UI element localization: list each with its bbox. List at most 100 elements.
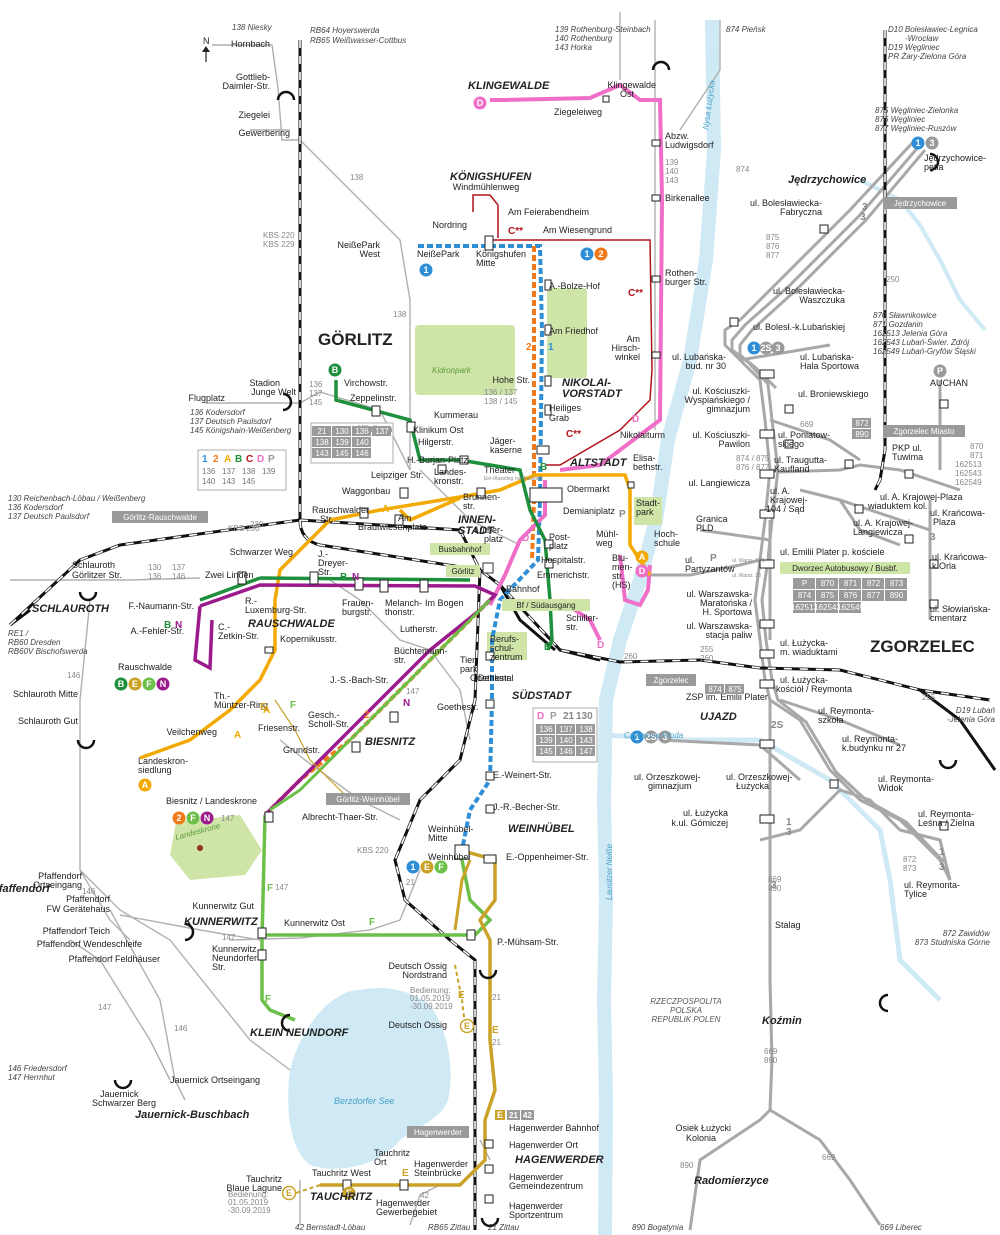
legend-cell bbox=[793, 602, 815, 613]
legend-cell bbox=[352, 448, 371, 458]
district-label: ALTSTADT bbox=[569, 457, 628, 469]
stop-label: A.-Fehler-Str. bbox=[130, 626, 184, 636]
city-zgorzelec: ZGORZELEC bbox=[870, 637, 975, 656]
line-letter: 3 bbox=[860, 212, 866, 223]
stop-label: Plaza bbox=[940, 492, 963, 502]
stop-label: ul. A. bbox=[770, 486, 790, 496]
stop-label: platz bbox=[484, 534, 504, 544]
line-letter: C** bbox=[628, 288, 643, 299]
stop-label: Jędrzychowice- bbox=[924, 153, 986, 163]
destination-label: 21 Zittau bbox=[487, 1223, 520, 1232]
line-badge-label: E bbox=[497, 1110, 503, 1120]
stop-label: Schwarzer Berg bbox=[92, 1098, 156, 1108]
bus-number: 147 bbox=[275, 883, 289, 892]
bus-number: 162513 bbox=[955, 460, 982, 469]
bus-number: 230 bbox=[250, 520, 264, 529]
line-letter: E bbox=[260, 702, 267, 713]
czerwona-woda bbox=[605, 732, 942, 1002]
line-letter: N bbox=[352, 572, 359, 583]
line-letter: P bbox=[710, 553, 717, 564]
stop-label: Hoch- bbox=[654, 529, 678, 539]
legend-cell-label: 140 bbox=[355, 438, 369, 447]
district-label: NIKOLAI- bbox=[562, 377, 611, 389]
stop-label: C.- bbox=[218, 622, 230, 632]
bus-badge-label: 21 bbox=[509, 1111, 518, 1120]
stop-label: Weinhübel bbox=[428, 852, 470, 862]
line-letter: 1 bbox=[548, 342, 554, 353]
line-badge-label: P bbox=[937, 366, 943, 376]
stop-label: Mühl- bbox=[596, 529, 619, 539]
legend-cell bbox=[312, 437, 331, 447]
legend-cell bbox=[862, 578, 884, 589]
river-label: Czerwona Woda bbox=[624, 731, 684, 740]
destination-label: 137 Deutsch Paulsdorf bbox=[190, 417, 272, 426]
legend-cell bbox=[332, 437, 351, 447]
stop-label: Pfaffendorf Teich bbox=[43, 926, 110, 936]
legend-cell bbox=[816, 578, 838, 589]
legend-cell-label: 139 bbox=[539, 736, 553, 745]
line-letter: 3 bbox=[939, 862, 945, 873]
stop-label: str. bbox=[394, 655, 406, 665]
stop-label: Stadt- bbox=[636, 498, 660, 508]
stop-label: Gemeindezentrum bbox=[509, 1181, 583, 1191]
stop-label: Hilgerstr. bbox=[418, 437, 454, 447]
stop-label: Post- bbox=[549, 532, 570, 542]
legend-head: D bbox=[257, 454, 264, 465]
line-badge-label: B bbox=[332, 365, 339, 375]
legend-cell-label: 143 bbox=[222, 477, 236, 486]
stop-label: Pfaffendorf Feldhäuser bbox=[69, 954, 160, 964]
bus-number: -30.09.2019 bbox=[410, 1002, 453, 1011]
stop-label: Theater bbox=[484, 465, 515, 475]
stop-label: Heiliges bbox=[549, 403, 582, 413]
stop-label: Windmühlenweg bbox=[453, 182, 520, 192]
line-badge-label: D bbox=[639, 566, 646, 576]
legend-cell-label: 136 bbox=[539, 725, 553, 734]
line-badge: E bbox=[420, 860, 434, 874]
stop-label: Landes- bbox=[434, 467, 467, 477]
line-letter: E bbox=[402, 1168, 409, 1179]
destination-label: D10 Bolesławiec-Legnica bbox=[888, 25, 978, 34]
stop-label: Jauernick Ortseingang bbox=[170, 1075, 260, 1085]
line-letter: C** bbox=[508, 226, 523, 237]
bus-number: 138 / 145 bbox=[484, 397, 518, 406]
stop-label: Pawilon bbox=[718, 439, 750, 449]
bus-number: 136 / 137 bbox=[484, 388, 518, 397]
stop-label: F.-Naumann-Str. bbox=[128, 601, 194, 611]
stop-label: Ost bbox=[620, 89, 635, 99]
line-badge: A bbox=[635, 550, 649, 564]
stop-label: Stadion bbox=[249, 378, 280, 388]
stop-label: Schiller- bbox=[566, 613, 599, 623]
destination-label: 143 Horka bbox=[555, 43, 592, 52]
bus-number: 146 bbox=[174, 1024, 188, 1033]
line-E bbox=[320, 848, 497, 1187]
legend-cell-label: P bbox=[802, 579, 807, 588]
station-name-boxes: Görlitz-Rauschwalde Görlitz-Weinhübel Ha… bbox=[112, 197, 965, 1138]
line-badge: 1 bbox=[911, 136, 925, 150]
line-letter: F bbox=[267, 883, 273, 894]
kidronpark bbox=[415, 325, 515, 395]
background-features bbox=[170, 19, 987, 1235]
legend-cell-label: 162549 bbox=[837, 603, 864, 612]
district-label: Jauernick-Buschbach bbox=[135, 1109, 250, 1121]
legend-cell-label: 874 bbox=[798, 591, 812, 600]
district-label: SÜDSTADT bbox=[512, 689, 572, 702]
bus-number: 137 bbox=[309, 389, 323, 398]
line-letter: A bbox=[234, 730, 241, 741]
stop-label: Goethestr. bbox=[437, 702, 479, 712]
line-badge-label: E bbox=[346, 1188, 352, 1198]
stop-label: Am Feierabendheim bbox=[508, 207, 589, 217]
destination-label: -Jelenia Góra bbox=[947, 715, 996, 724]
legend-cell-label: 870 bbox=[821, 579, 835, 588]
stop-label: (HS) bbox=[612, 580, 631, 590]
stop-label: wiaduktem kol. bbox=[867, 501, 928, 511]
legend-cell bbox=[576, 735, 595, 745]
bus-number: 146 bbox=[67, 671, 81, 680]
legend-cell-label: 140 bbox=[202, 477, 216, 486]
stop-label: Kummerau bbox=[434, 410, 478, 420]
stop-label: Junge Welt bbox=[251, 387, 296, 397]
stop-label: Tuwima bbox=[892, 452, 923, 462]
stop-label: Mitte bbox=[428, 833, 448, 843]
stop-label: burger Str. bbox=[665, 277, 707, 287]
line-badge-label: B bbox=[118, 679, 125, 689]
